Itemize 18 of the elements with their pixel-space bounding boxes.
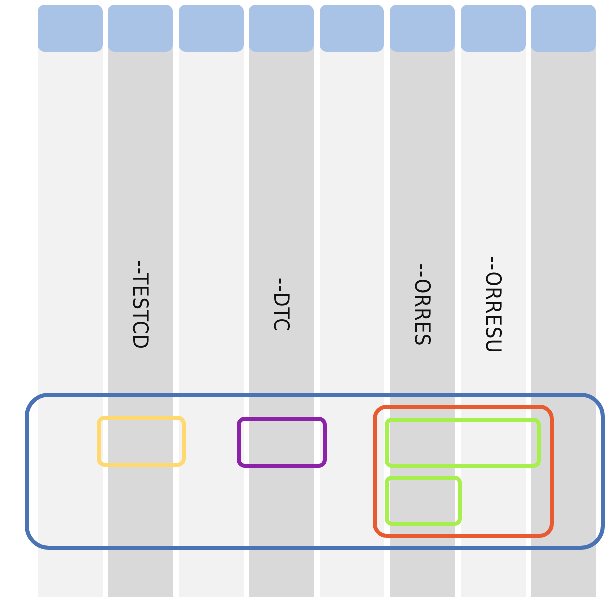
highlight-box [237,417,327,468]
column-label: --DTC [270,278,294,332]
table-column [461,5,526,597]
table-column [320,5,384,597]
column-label: --ORRES [410,264,434,346]
table-column [179,5,244,597]
column-label: --ORRESU [482,256,506,354]
highlight-box [385,418,541,468]
table-column [390,5,455,597]
column-label: --TESTCD [128,260,152,350]
highlight-box [385,476,462,526]
table-column [531,5,596,597]
highlight-box [97,416,186,467]
table-column [249,5,314,597]
highlight-box [373,405,554,538]
highlight-box [25,393,605,550]
table-column [108,5,173,597]
table-column [38,5,103,597]
